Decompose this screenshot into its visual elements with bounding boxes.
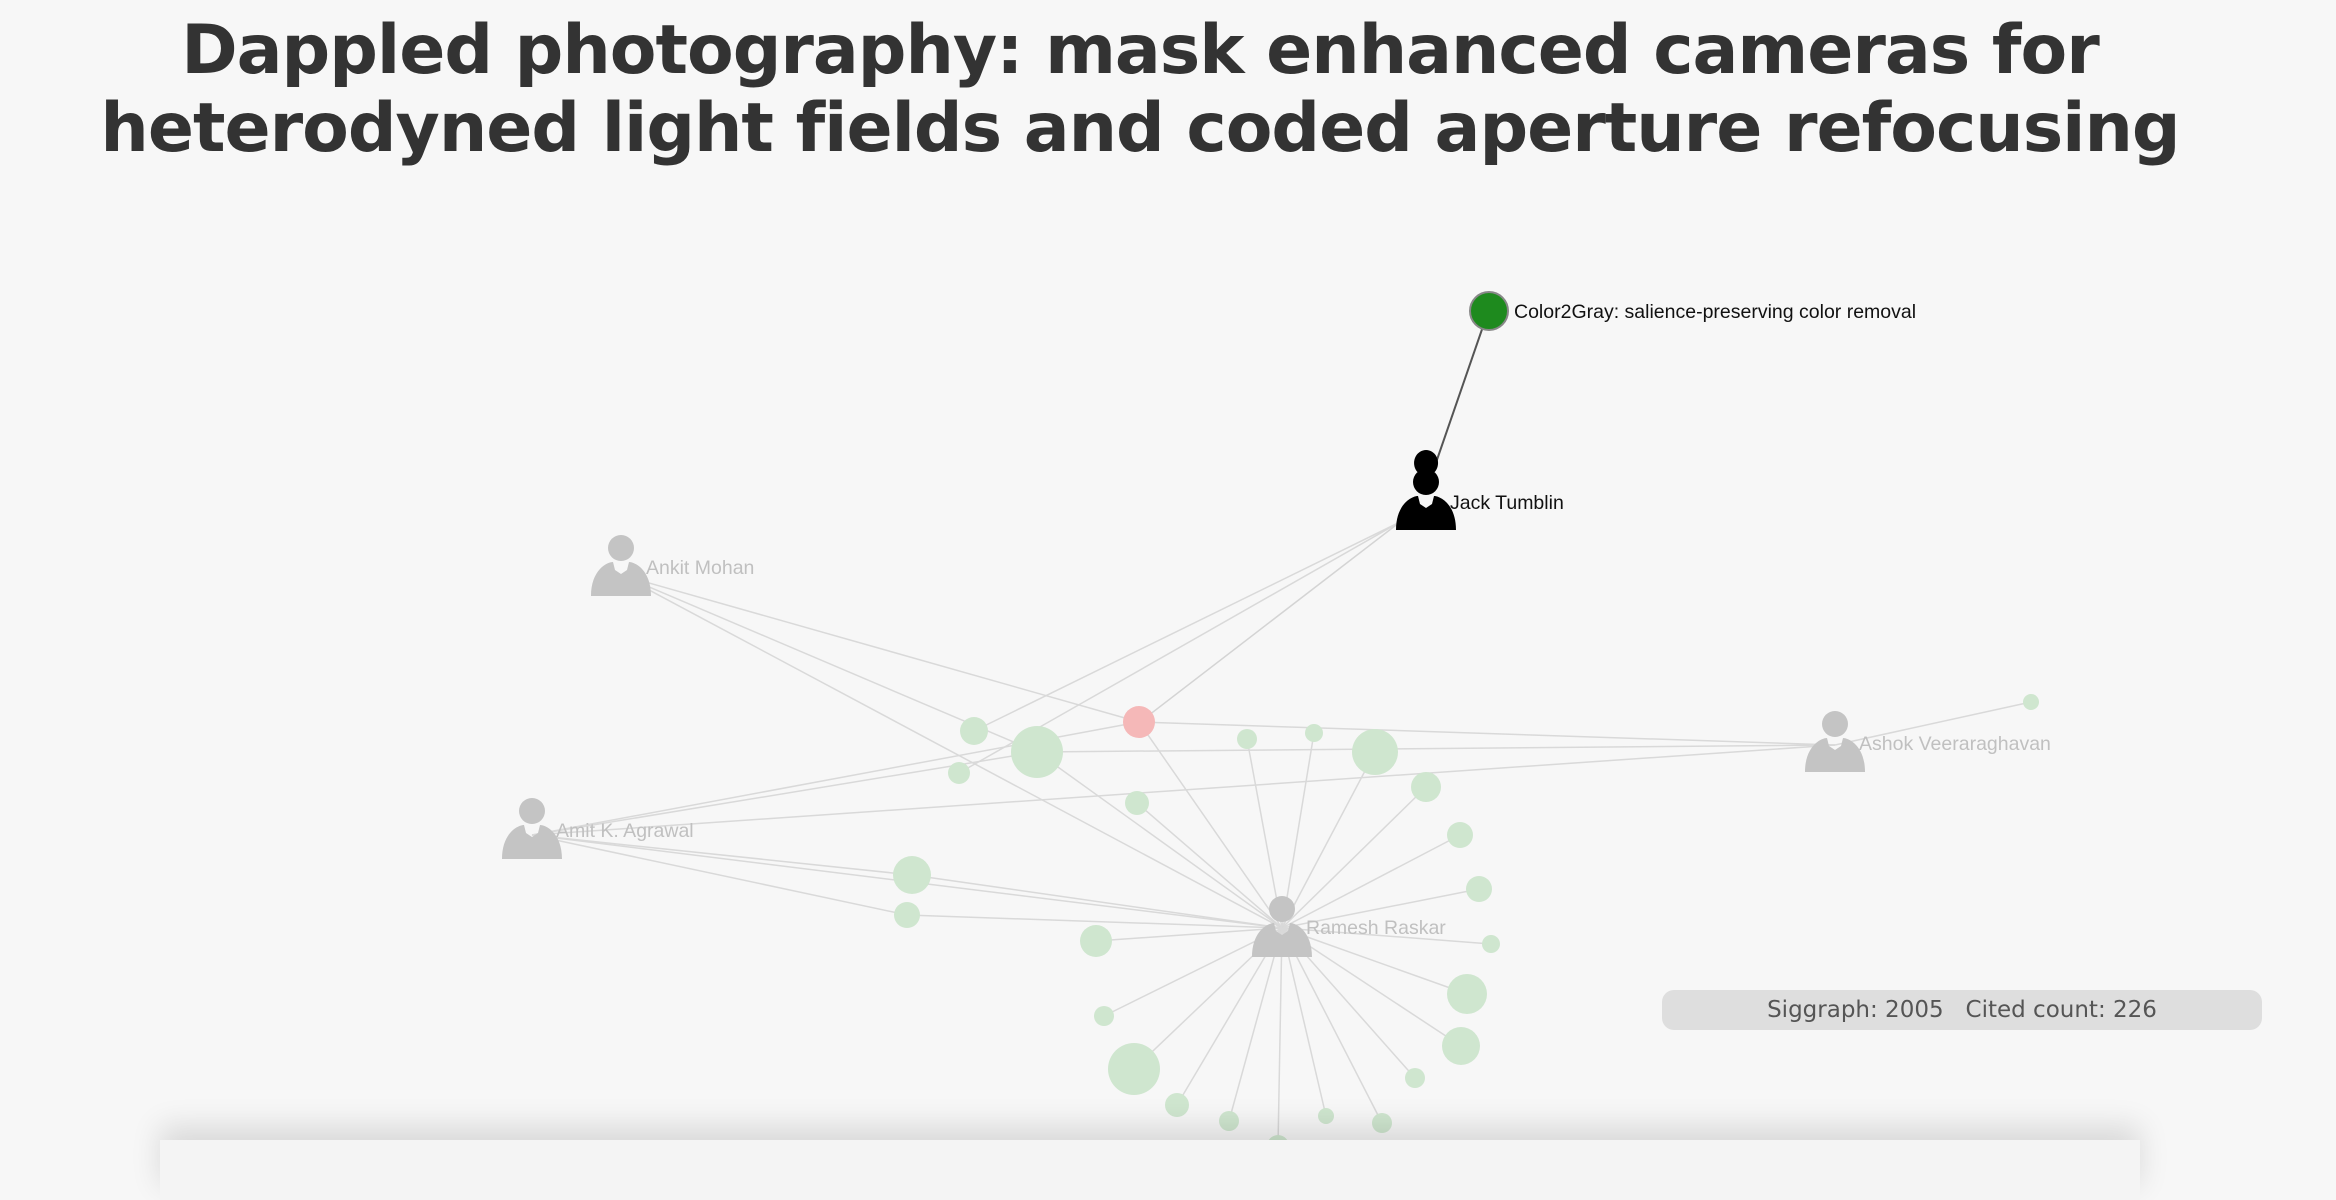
author-label-ramesh[interactable]: Ramesh Raskar: [1306, 917, 1446, 939]
graph-edge: [1281, 888, 1480, 929]
edge-jack-current: [1139, 521, 1401, 723]
paper-node[interactable]: [1411, 772, 1441, 802]
paper-node[interactable]: [1447, 822, 1473, 848]
paper-node[interactable]: [1372, 1113, 1392, 1133]
paper-node[interactable]: [1447, 974, 1487, 1014]
author-label-ashok[interactable]: Ashok Veeraraghavan: [1859, 733, 2051, 755]
paper-node[interactable]: [1125, 791, 1149, 815]
paper-node[interactable]: [1305, 724, 1323, 742]
info-spacer: [1944, 997, 1966, 1023]
graph-edge: [1281, 927, 1383, 1124]
graph-edge: [1095, 927, 1283, 942]
person-icon[interactable]: [1805, 711, 1865, 772]
paper-node[interactable]: [2023, 694, 2039, 710]
graph-edge: [620, 574, 1140, 723]
paper-nodes: [893, 694, 2039, 1157]
graph-edge: [531, 834, 913, 876]
page-title: Dappled photography: mask enhanced camer…: [100, 11, 2180, 168]
paper-node[interactable]: [1165, 1093, 1189, 1117]
faded-edges: [531, 521, 2032, 1147]
paper-node[interactable]: [1482, 935, 1500, 953]
graph-edge: [1036, 751, 1283, 929]
person-icon[interactable]: [591, 535, 651, 596]
graph-edge: [1281, 927, 1468, 995]
graph-edge: [1138, 721, 1283, 929]
graph-edge: [1281, 751, 1376, 929]
graph-edge: [620, 574, 1283, 929]
paper-node[interactable]: [1094, 1006, 1114, 1026]
paper-node[interactable]: [1237, 729, 1257, 749]
paper-node[interactable]: [893, 856, 931, 894]
person-icon[interactable]: [502, 798, 562, 859]
cited-count-text: Cited count: 226: [1965, 997, 2157, 1023]
paper-node[interactable]: [960, 717, 988, 745]
author-label-ankit[interactable]: Ankit Mohan: [646, 557, 754, 579]
paper-node[interactable]: [1352, 729, 1398, 775]
graph-edge: [1281, 927, 1327, 1117]
graph-edge: [1103, 927, 1283, 1017]
bottom-panel-shadow: [160, 1140, 2140, 1200]
citation-graph[interactable]: Color2Gray: salience-preserving color re…: [0, 0, 2336, 1174]
paper-node[interactable]: [1405, 1068, 1425, 1088]
paper-node[interactable]: [894, 902, 920, 928]
graph-edge: [1176, 927, 1283, 1106]
graph-edge: [1277, 927, 1283, 1147]
graph-edge: [1281, 786, 1427, 929]
graph-edge: [1281, 927, 1492, 945]
person-icon[interactable]: [1396, 450, 1456, 530]
graph-edge: [1246, 738, 1283, 929]
paper-node[interactable]: [1108, 1043, 1160, 1095]
graph-edge: [906, 914, 1283, 929]
graph-edge: [1281, 927, 1462, 1047]
graph-edge: [911, 874, 1283, 929]
paper-node[interactable]: [1466, 876, 1492, 902]
graph-edge: [1281, 732, 1315, 929]
graph-edge: [531, 744, 1836, 836]
paper-node[interactable]: [1318, 1108, 1334, 1124]
graph-edge: [1138, 721, 1836, 746]
graph-edge: [1136, 802, 1283, 929]
graph-edge: [531, 834, 908, 916]
person-icon[interactable]: [1252, 896, 1312, 957]
edge-jack-color2gray: [1429, 311, 1489, 481]
graph-edge: [1036, 744, 1836, 753]
graph-edge: [973, 521, 1401, 732]
graph-edge: [1228, 927, 1283, 1122]
graph-edge: [1834, 701, 2032, 746]
paper-node[interactable]: [948, 762, 970, 784]
paper-info-bar: Siggraph: 2005 Cited count: 226: [1662, 990, 2262, 1030]
venue-text: Siggraph: 2005: [1767, 997, 1944, 1023]
paper-node[interactable]: [1219, 1111, 1239, 1131]
paper-node[interactable]: [1011, 726, 1063, 778]
current-paper-node[interactable]: [1123, 706, 1155, 738]
author-label-amit[interactable]: Amit K. Agrawal: [556, 820, 694, 842]
author-label-jack[interactable]: Jack Tumblin: [1450, 492, 1564, 514]
paper-node-color2gray[interactable]: [1469, 291, 1509, 331]
paper-label-color2gray[interactable]: Color2Gray: salience-preserving color re…: [1514, 301, 1916, 323]
graph-edge: [1281, 834, 1461, 929]
paper-node[interactable]: [1442, 1027, 1480, 1065]
paper-node[interactable]: [1080, 925, 1112, 957]
